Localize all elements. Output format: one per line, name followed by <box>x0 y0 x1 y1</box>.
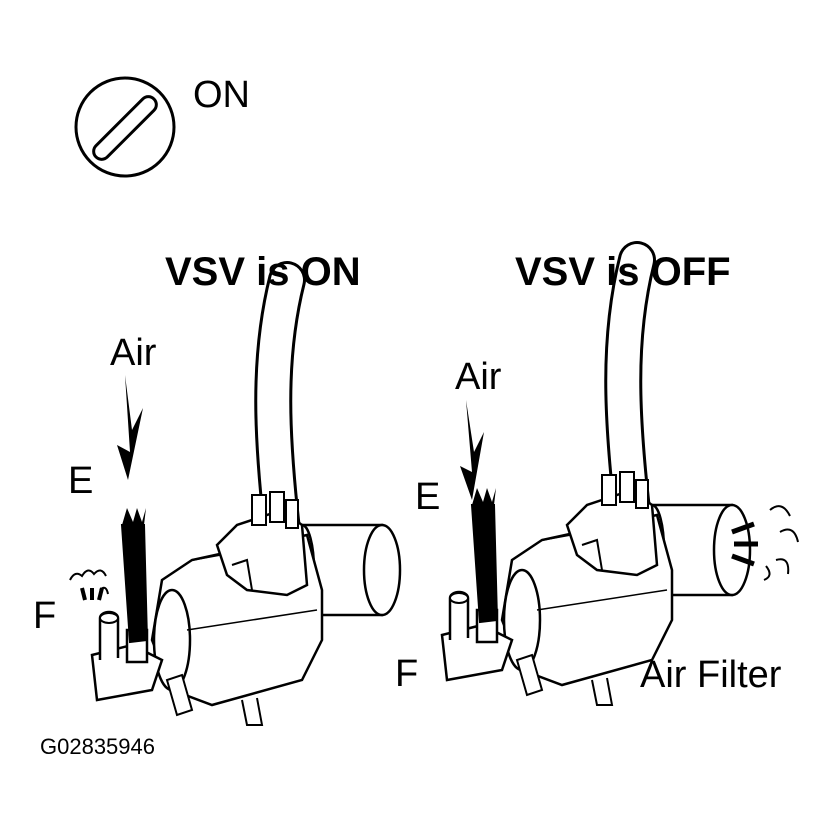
port-e-label-on: E <box>68 460 94 502</box>
ignition-key-icon <box>74 76 176 178</box>
ignition-on-label: ON <box>193 74 250 116</box>
exhaust-puff-icon <box>69 569 109 601</box>
port-f-label-off: F <box>395 653 419 695</box>
figure-code: G02835946 <box>40 734 155 759</box>
air-label-on: Air <box>110 332 157 374</box>
air-flow-arrow-off <box>460 400 484 500</box>
vsv-off-title: VSV is OFF <box>515 250 731 294</box>
air-filter-label: Air Filter <box>640 654 782 696</box>
air-flow-arrow-on <box>117 375 143 480</box>
vsv-valve-off <box>442 260 750 705</box>
port-f-label-on: F <box>33 595 57 637</box>
port-e-label-off: E <box>415 476 441 518</box>
air-label-off: Air <box>455 356 502 398</box>
filter-exhaust-icon <box>731 505 799 581</box>
vsv-on-title: VSV is ON <box>165 250 361 294</box>
